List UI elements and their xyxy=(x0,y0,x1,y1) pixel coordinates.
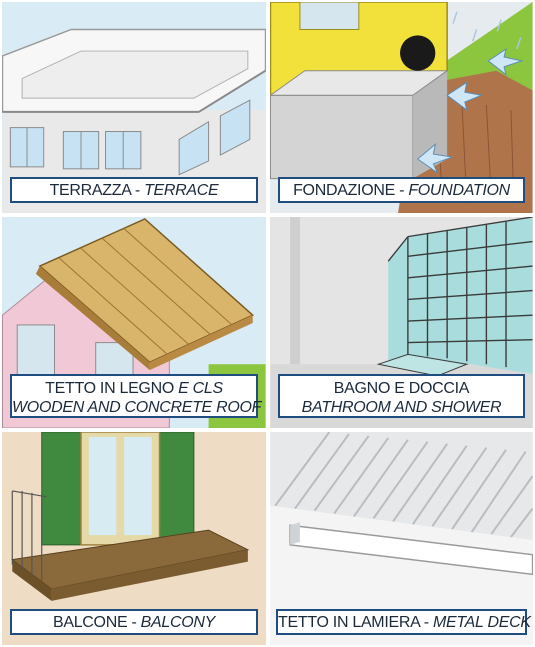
tile-wooden-roof: TETTO IN LEGNO E CLS WOODEN AND CONCRETE… xyxy=(0,215,268,430)
caption-wooden-roof: TETTO IN LEGNO E CLS WOODEN AND CONCRETE… xyxy=(10,374,262,418)
caption-metal-roof: TETTO IN LAMIERA - METAL DECK ROOF xyxy=(276,609,533,635)
tile-terrace: TERRAZZA - TERRACE xyxy=(0,0,268,215)
caption-english: BALCONY xyxy=(140,614,216,631)
tile-bathroom: BAGNO E DOCCIA BATHROOM AND SHOWER xyxy=(268,215,535,430)
caption-english: WOODEN AND CONCRETE ROOF xyxy=(12,399,262,416)
tile-balcony: BALCONE - BALCONY xyxy=(0,430,268,647)
caption-italian: BAGNO E DOCCIA xyxy=(333,380,470,397)
caption-english: METAL DECK ROOF xyxy=(432,614,533,631)
caption-italian: TERRAZZA xyxy=(49,182,131,199)
caption-italian: BALCONE xyxy=(52,614,128,631)
caption-english: FOUNDATION xyxy=(408,182,510,199)
caption-english: BATHROOM AND SHOWER xyxy=(301,399,502,416)
caption-balcony: BALCONE - BALCONY xyxy=(10,609,258,635)
caption-terrace: TERRAZZA - TERRACE xyxy=(10,177,258,203)
caption-bathroom: BAGNO E DOCCIA BATHROOM AND SHOWER xyxy=(278,374,525,418)
caption-italian: TETTO IN LEGNO xyxy=(45,380,174,397)
caption-italian: TETTO IN LAMIERA xyxy=(278,614,420,631)
caption-foundation: FONDAZIONE - FOUNDATION xyxy=(278,177,525,203)
caption-english: TERRACE xyxy=(144,182,219,199)
caption-italian: FONDAZIONE xyxy=(293,182,395,199)
tile-metal-roof: TETTO IN LAMIERA - METAL DECK ROOF xyxy=(268,430,535,647)
tile-foundation: FONDAZIONE - FOUNDATION xyxy=(268,0,535,215)
